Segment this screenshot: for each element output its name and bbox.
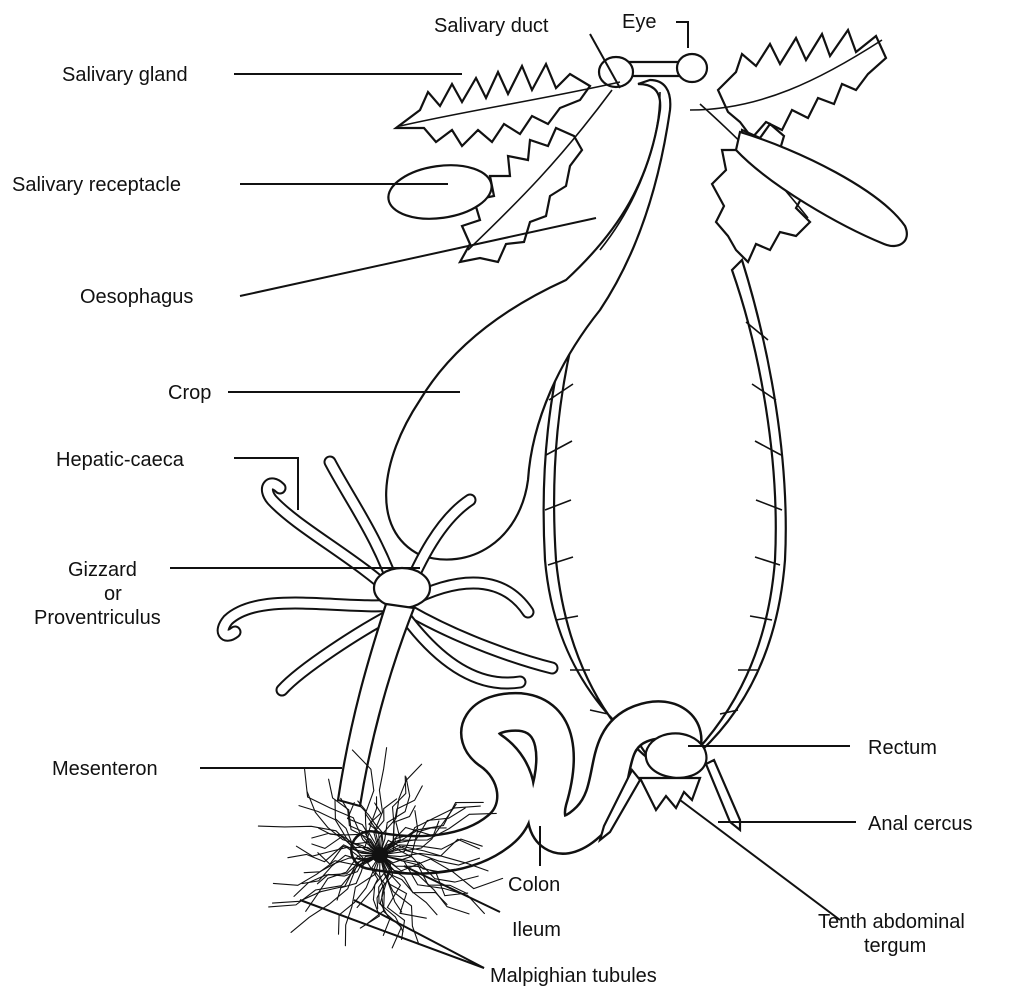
- label-salivary-gland: Salivary gland: [62, 64, 188, 86]
- label-oesophagus: Oesophagus: [80, 286, 193, 308]
- label-gizzard-or: or: [104, 583, 122, 605]
- label-malpighian-tubules: Malpighian tubules: [490, 965, 657, 987]
- label-rectum: Rectum: [868, 737, 937, 759]
- gizzard: [374, 568, 430, 608]
- right-eye: [677, 54, 707, 82]
- tenth-abdominal-tergum: [640, 778, 700, 810]
- label-salivary-duct: Salivary duct: [434, 15, 549, 37]
- label-colon: Colon: [508, 874, 560, 896]
- rectum: [646, 733, 707, 778]
- label-anal-cercus: Anal cercus: [868, 813, 973, 835]
- tubule-junction: [372, 847, 388, 863]
- label-tenth-abdominal: Tenth abdominal: [818, 911, 965, 933]
- label-eye: Eye: [622, 11, 656, 33]
- label-crop: Crop: [168, 382, 211, 404]
- label-mesenteron: Mesenteron: [52, 758, 158, 780]
- label-salivary-receptacle: Salivary receptacle: [12, 174, 181, 196]
- label-tergum: tergum: [864, 935, 926, 957]
- label-proventriculus: Proventriculus: [34, 607, 161, 629]
- right-anal-cercus: [706, 760, 740, 830]
- label-ileum: Ileum: [512, 919, 561, 941]
- label-hepatic-caeca: Hepatic-caeca: [56, 449, 185, 471]
- label-gizzard: Gizzard: [68, 559, 137, 581]
- malpighian-tubule: [269, 855, 380, 907]
